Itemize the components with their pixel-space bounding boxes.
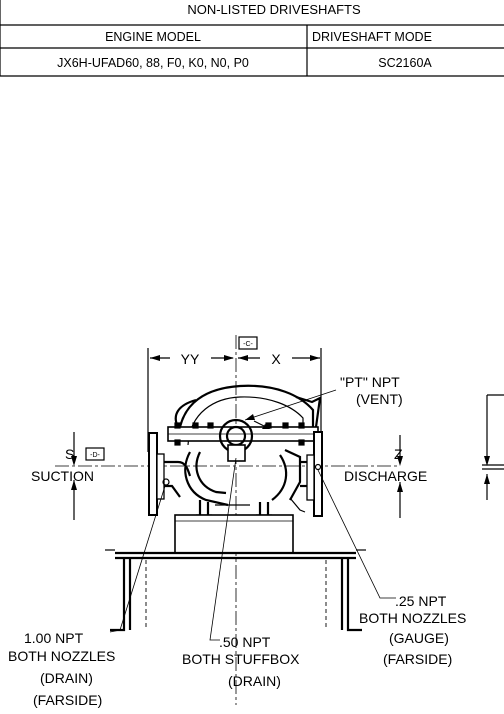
drain-nozzles-label-3: (DRAIN)	[40, 670, 93, 686]
baseplate	[105, 549, 366, 632]
vent-label-1: "PT" NPT	[340, 374, 400, 390]
table-cell-driveshaft-model: SC2160A	[378, 56, 432, 70]
table-header-driveshaft-model: DRIVESHAFT MODE	[312, 30, 432, 44]
datum-d-box	[85, 447, 105, 461]
table-title: NON-LISTED DRIVESHAFTS	[187, 2, 361, 17]
discharge-label: DISCHARGE	[344, 468, 427, 484]
datum-c-box	[238, 336, 258, 350]
drain-stuffbox-label-2: BOTH STUFFBOX	[182, 651, 300, 667]
table-cell-engine-model: JX6H-UFAD60, 88, F0, K0, N0, P0	[57, 56, 249, 70]
dim-s-label: S	[65, 446, 74, 462]
drain-stuffbox-label-1: .50 NPT	[219, 634, 271, 650]
dim-x-label: X	[271, 351, 281, 367]
drain-nozzles-label-1: 1.00 NPT	[24, 630, 84, 646]
datum-d-label: -D-	[90, 452, 100, 459]
drain-stuffbox-label-3: (DRAIN)	[228, 673, 281, 689]
datum-c-label: -C-	[243, 341, 253, 348]
drain-nozzles-label-4: (FARSIDE)	[33, 692, 102, 708]
gauge-label-1: .25 NPT	[395, 593, 447, 609]
vent-label-2: (VENT)	[356, 391, 403, 407]
suction-label: SUCTION	[31, 468, 94, 484]
table-header-engine-model: ENGINE MODEL	[105, 30, 201, 44]
side-dimensions: S -D- SUCTION Z DISCHARGE	[31, 394, 504, 520]
driveshaft-table: NON-LISTED DRIVESHAFTS ENGINE MODEL DRIV…	[0, 0, 504, 77]
gauge-label-4: (FARSIDE)	[383, 651, 452, 667]
gauge-label-3: (GAUGE)	[389, 630, 449, 646]
annotations: "PT" NPT (VENT) .25 NPT BOTH NOZZLES (GA…	[8, 374, 466, 708]
drain-nozzles-label-2: BOTH NOZZLES	[8, 648, 115, 664]
dim-yy-label: YY	[181, 351, 200, 367]
dim-z-label: Z	[394, 446, 403, 462]
gauge-label-2: BOTH NOZZLES	[359, 610, 466, 626]
pump-body	[148, 384, 323, 554]
